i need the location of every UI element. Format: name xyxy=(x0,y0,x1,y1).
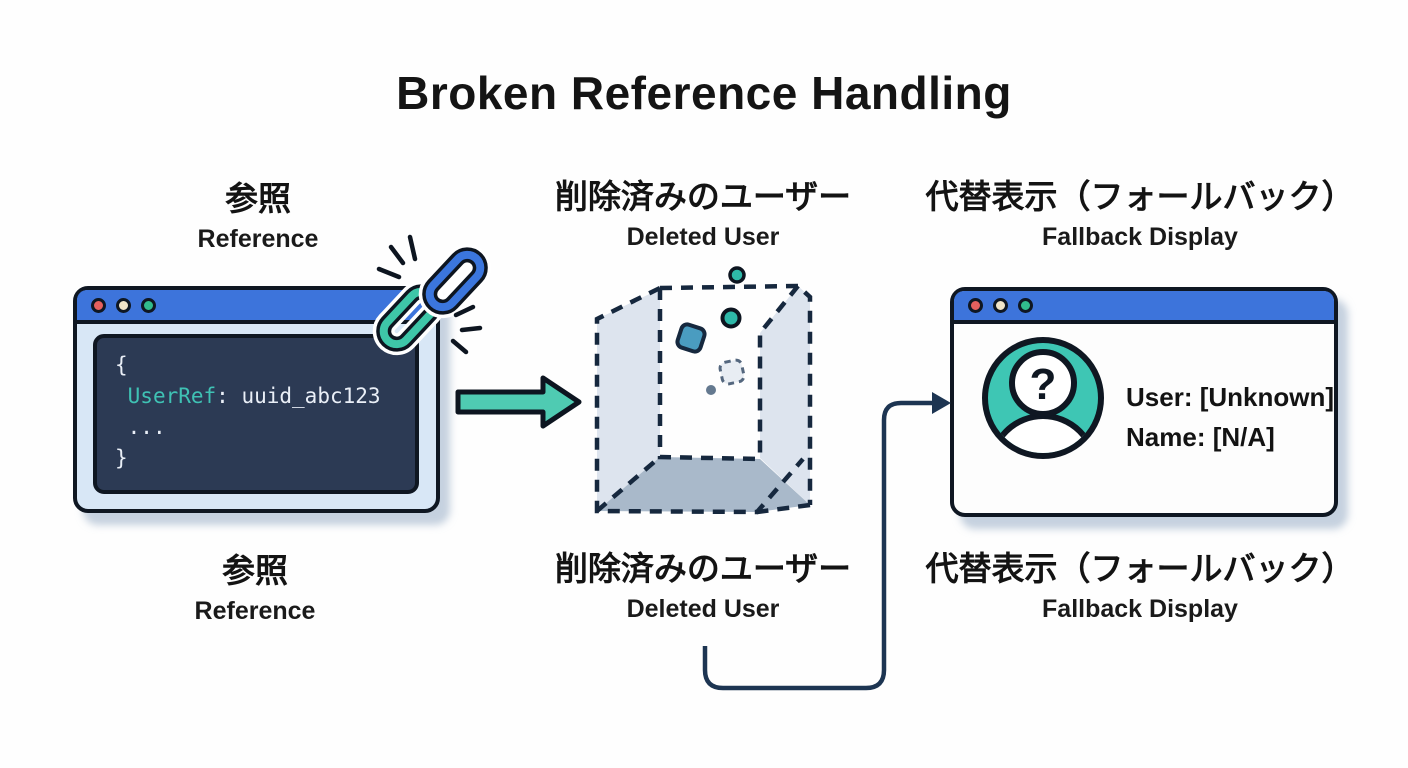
code-ref-key: UserRef xyxy=(127,384,217,408)
bottom-label-fallback: 代替表示（フォールバック） Fallback Display xyxy=(910,550,1370,624)
deleted-user-cube-icon xyxy=(594,266,813,515)
bottom-label-reference: 参照 Reference xyxy=(105,552,405,626)
fragment-teal-circle xyxy=(720,307,742,329)
fallback-label-jp: 代替表示（フォールバック） xyxy=(925,550,1355,587)
fragment-dashed-square xyxy=(718,358,746,386)
code-line-ref: UserRef: uuid_abc123 xyxy=(115,381,415,412)
code-block: { UserRef: uuid_abc123 ...} xyxy=(93,334,419,494)
window-titlebar xyxy=(77,290,436,324)
reference-label-jp: 参照 xyxy=(225,180,291,217)
page-title: Broken Reference Handling xyxy=(396,67,1012,119)
question-mark-glyph: ? xyxy=(1030,360,1057,409)
unknown-user-avatar-icon: ? xyxy=(982,337,1104,459)
fallback-connector-arrow xyxy=(702,392,951,691)
window-titlebar xyxy=(954,291,1334,324)
reference-label-en: Reference xyxy=(197,225,319,253)
cube-right-wall xyxy=(760,286,810,505)
fallback-label-en: Fallback Display xyxy=(1042,595,1238,623)
code-ref-value: : uuid_abc123 xyxy=(216,384,381,408)
maximize-dot-icon xyxy=(141,297,156,313)
close-dot-icon xyxy=(968,298,983,313)
fallback-display-window: ? User: [Unknown] Name: [N/A] xyxy=(950,287,1338,517)
fragment-gray-dot xyxy=(706,385,716,395)
connector-arrowhead xyxy=(932,392,951,414)
fallback-label-en: Fallback Display xyxy=(1042,223,1238,251)
minimize-dot-icon xyxy=(993,298,1008,313)
fragment-teal-circle xyxy=(728,266,746,284)
deleted-user-label-jp: 削除済みのユーザー xyxy=(554,550,852,587)
close-dot-icon xyxy=(91,297,106,313)
fallback-label-jp: 代替表示（フォールバック） xyxy=(925,178,1355,215)
reference-code-window: { UserRef: uuid_abc123 ...} xyxy=(73,286,440,513)
reference-label-en: Reference xyxy=(194,597,316,625)
fallback-user-line: User: [Unknown] xyxy=(1126,382,1334,412)
deleted-user-label-en: Deleted User xyxy=(626,223,780,251)
top-label-deleted-user: 削除済みのユーザー Deleted User xyxy=(523,178,883,252)
bottom-label-deleted-user: 削除済みのユーザー Deleted User xyxy=(523,550,883,624)
top-label-reference: 参照 Reference xyxy=(108,180,408,254)
code-line-open: { xyxy=(115,353,128,377)
minimize-dot-icon xyxy=(116,297,131,313)
cube-floor xyxy=(597,457,810,512)
code-line-close: } xyxy=(115,446,128,470)
maximize-dot-icon xyxy=(1018,298,1033,313)
avatar-head-circle xyxy=(1009,349,1077,417)
deleted-user-label-en: Deleted User xyxy=(626,595,780,623)
fallback-name-line: Name: [N/A] xyxy=(1126,422,1275,452)
cube-left-wall xyxy=(597,289,660,511)
deleted-user-label-jp: 削除済みのユーザー xyxy=(554,178,852,215)
fallback-text-block: User: [Unknown] Name: [N/A] xyxy=(1126,377,1334,457)
reference-label-jp: 参照 xyxy=(222,552,288,589)
fragment-blue-square xyxy=(675,322,707,354)
code-line-ellipsis: ... xyxy=(127,415,166,439)
cube-dashed-edges xyxy=(594,283,813,515)
flow-arrow-icon xyxy=(455,375,582,429)
top-label-fallback: 代替表示（フォールバック） Fallback Display xyxy=(910,178,1370,252)
